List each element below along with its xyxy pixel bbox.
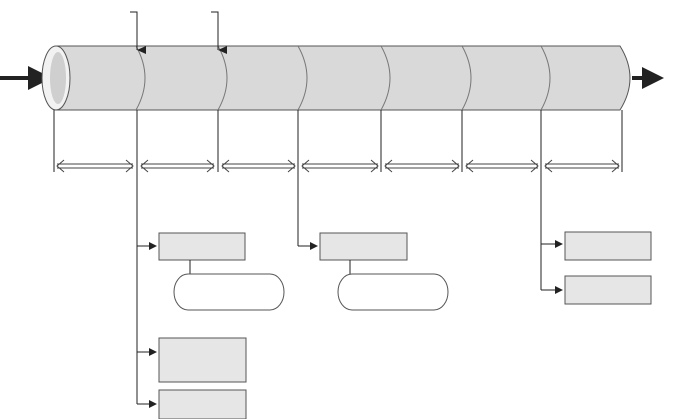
- span-arrow: [384, 159, 460, 173]
- pipe-body: [55, 45, 631, 111]
- branch-c: [541, 231, 652, 305]
- branch-box: [319, 232, 408, 261]
- span-arrow: [221, 159, 296, 173]
- span-arrow: [56, 159, 134, 173]
- pipe-joint: [380, 45, 391, 111]
- branch-box: [564, 231, 652, 261]
- branch-b: [298, 232, 449, 311]
- span-arrow: [140, 159, 215, 173]
- branch-box: [158, 337, 247, 383]
- branch-a: [137, 232, 285, 419]
- span-arrow: [465, 159, 539, 173]
- branch-box: [158, 389, 247, 419]
- branch-box: [158, 232, 246, 261]
- boundary-ticks: [53, 110, 623, 172]
- pipe: [41, 45, 631, 111]
- note-oval: [173, 273, 285, 311]
- input-arrow: [130, 11, 146, 54]
- branch-box: [564, 275, 652, 305]
- pipe-joint: [297, 45, 308, 111]
- span-arrow: [544, 159, 620, 173]
- branch-trunks: [136, 110, 542, 404]
- pipe-joint: [461, 45, 472, 111]
- outflow-arrow: [632, 67, 664, 89]
- input-arrow: [211, 11, 227, 54]
- pipe-opening-inner: [50, 52, 66, 104]
- note-oval: [337, 273, 449, 311]
- span-arrows: [56, 159, 620, 173]
- inflow-arrow: [0, 66, 52, 90]
- span-arrow: [301, 159, 379, 173]
- pipe-joint: [540, 45, 551, 111]
